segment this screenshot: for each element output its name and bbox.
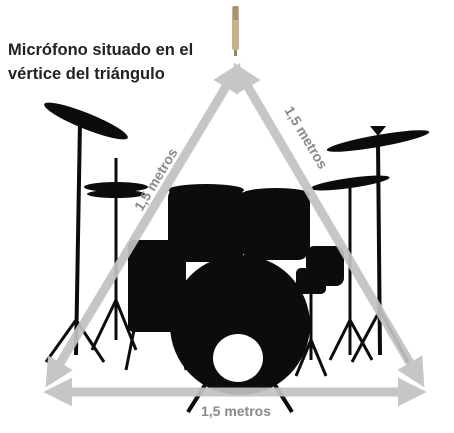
distance-triangle (43, 62, 427, 407)
microphone-icon (232, 6, 239, 56)
rack-toms (168, 184, 310, 262)
caption-line-1: Micrófono situado en el (8, 41, 194, 59)
bass-drum-port (213, 334, 263, 382)
bottom-distance-label: 1,5 metros (201, 403, 271, 419)
left-arrow (45, 62, 241, 388)
right-arrow (233, 62, 425, 388)
